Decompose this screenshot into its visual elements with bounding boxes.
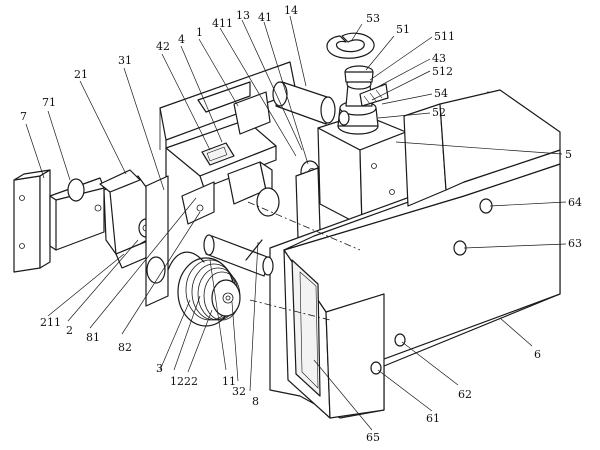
screw-assembly-part — [337, 65, 389, 135]
label-511: 511 — [434, 30, 455, 43]
label-64: 64 — [568, 196, 582, 209]
label-211: 211 — [40, 316, 61, 329]
label-82: 82 — [118, 341, 132, 354]
shaft-part — [203, 234, 274, 277]
label-6: 6 — [534, 348, 541, 361]
label-4: 4 — [178, 33, 185, 46]
label-32: 32 — [232, 385, 246, 398]
label-13: 13 — [236, 9, 250, 22]
label-52: 52 — [432, 106, 446, 119]
leader-lines — [25, 15, 567, 431]
label-51: 51 — [396, 23, 410, 36]
label-411: 411 — [212, 17, 233, 30]
label-62: 62 — [458, 388, 472, 401]
label-22: 22 — [184, 375, 198, 388]
label-61: 61 — [426, 412, 440, 425]
label-5: 5 — [565, 148, 572, 161]
label-53: 53 — [366, 12, 380, 25]
label-8: 8 — [252, 395, 259, 408]
label-41: 41 — [258, 11, 272, 24]
label-81: 81 — [86, 331, 100, 344]
main-housing-part — [247, 89, 561, 419]
label-11: 11 — [222, 375, 236, 388]
label-512: 512 — [432, 65, 453, 78]
label-43: 43 — [432, 52, 446, 65]
label-3: 3 — [156, 362, 163, 375]
label-54: 54 — [434, 87, 448, 100]
roller-rod-part — [272, 81, 336, 125]
side-plate-part — [145, 175, 215, 307]
label-12: 12 — [170, 375, 184, 388]
label-2: 2 — [66, 324, 73, 337]
label-42: 42 — [156, 40, 170, 53]
end-plate-part — [13, 169, 51, 273]
label-71: 71 — [42, 96, 56, 109]
label-14: 14 — [284, 4, 298, 17]
top-bracket-part — [165, 91, 277, 189]
label-21: 21 — [74, 68, 88, 81]
label-7: 7 — [20, 110, 27, 123]
reference-labels: 53 51 511 43 512 54 52 5 64 63 6 62 61 6… — [20, 4, 582, 444]
connecting-arm-part — [49, 177, 105, 251]
label-63: 63 — [568, 237, 582, 250]
label-1: 1 — [196, 26, 203, 39]
label-31: 31 — [118, 54, 132, 67]
c-clip-part — [326, 32, 375, 59]
label-65: 65 — [366, 431, 380, 444]
